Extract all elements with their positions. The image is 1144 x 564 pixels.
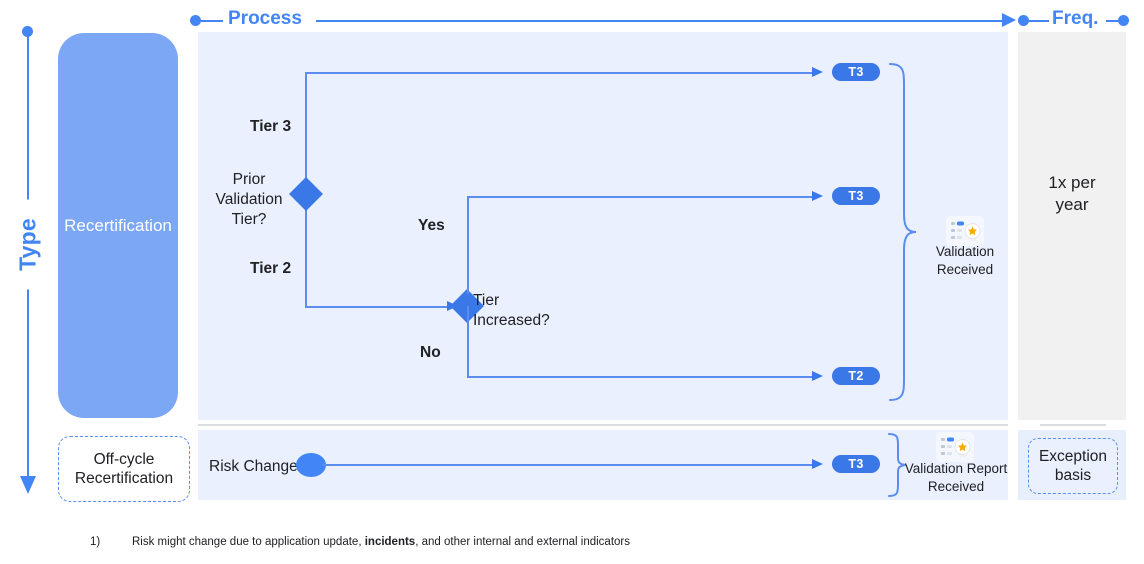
flow-arrow-no-icon bbox=[812, 370, 823, 381]
frequency-line1: 1x per bbox=[1048, 173, 1096, 192]
exception-line1: Exception bbox=[1038, 447, 1108, 465]
certificate-badge-icon bbox=[946, 216, 984, 246]
type-axis: Type bbox=[9, 26, 48, 496]
tier-pill-t3-offcycle[interactable]: T3 bbox=[832, 455, 880, 473]
process-header-label: Process bbox=[228, 8, 302, 29]
flow-arrow-yes-icon bbox=[812, 190, 823, 201]
tier-pill-t3-top[interactable]: T3 bbox=[832, 63, 880, 81]
prior-tier-line3: Tier? bbox=[231, 211, 267, 229]
tier-pill-t3-middle[interactable]: T3 bbox=[832, 187, 880, 205]
branch-label-tier3: Tier 3 bbox=[250, 118, 292, 135]
process-header-line-right bbox=[316, 19, 1004, 22]
flow-arrow-offcycle-icon bbox=[812, 458, 823, 469]
tier-increased-line2: Increased? bbox=[473, 312, 550, 330]
brace-recertification bbox=[884, 62, 920, 402]
tier-increased-line1: Tier bbox=[473, 292, 500, 309]
start-label-risk-change: Risk Change1 bbox=[209, 456, 303, 477]
freq-header-line-left bbox=[1029, 19, 1049, 22]
validation-received-line2: Received bbox=[936, 261, 994, 277]
tier-pill-t2-bottom[interactable]: T2 bbox=[832, 367, 880, 385]
offcycle-label-line2: Recertification bbox=[74, 470, 174, 487]
validation-report-line1: Validation Report bbox=[904, 461, 1008, 476]
footnote-bold: incidents bbox=[364, 536, 416, 548]
freq-header-end-dot bbox=[1118, 15, 1129, 26]
exception-basis-label: Exception basis bbox=[1039, 447, 1107, 486]
flow-line-offcycle bbox=[322, 464, 813, 466]
flow-line-tier2-vertical bbox=[305, 194, 307, 307]
process-header-arrow-icon bbox=[1002, 12, 1016, 27]
row-divider-frequency bbox=[1040, 424, 1106, 426]
branch-label-yes: Yes bbox=[418, 217, 445, 234]
type-axis-arrow-icon bbox=[20, 476, 36, 494]
column-header-bar: Process Freq. bbox=[190, 8, 1134, 32]
type-block-recertification-label: Recertification bbox=[64, 215, 172, 235]
flow-line-tier3-horizontal bbox=[305, 72, 813, 74]
type-axis-label: Type bbox=[9, 199, 47, 290]
decision-label-tier-increased: Tier Increased? bbox=[473, 291, 573, 331]
flow-line-yes-horizontal bbox=[467, 196, 813, 198]
prior-tier-line1: Prior bbox=[232, 171, 266, 188]
outcome-label-validation-report-received: Validation Report Received bbox=[900, 460, 1012, 495]
row-divider-process bbox=[198, 424, 1008, 426]
frequency-line2: year bbox=[1055, 195, 1089, 215]
freq-header-start-dot bbox=[1018, 15, 1029, 26]
flow-line-no-horizontal bbox=[467, 376, 813, 378]
branch-label-tier2: Tier 2 bbox=[250, 260, 292, 277]
flow-line-yes-vertical bbox=[467, 196, 469, 294]
flow-line-tier3-vertical bbox=[305, 72, 307, 194]
flow-line-no-vertical bbox=[467, 306, 469, 376]
risk-change-text: Risk Change bbox=[209, 458, 298, 476]
type-block-offcycle-recertification[interactable]: Off-cycle Recertification bbox=[58, 436, 190, 502]
footnote-text-after: , and other internal and external indica… bbox=[415, 536, 631, 548]
type-block-offcycle-label: Off-cycle Recertification bbox=[75, 450, 173, 489]
brace-offcycle bbox=[884, 432, 910, 498]
flow-arrow-tier3-top-icon bbox=[812, 66, 823, 77]
frequency-panel-recertification bbox=[1018, 32, 1126, 420]
freq-header-line-right bbox=[1106, 19, 1120, 22]
offcycle-label-line1: Off-cycle bbox=[93, 450, 155, 468]
prior-tier-line2: Validation bbox=[215, 191, 283, 209]
start-node-risk-change[interactable] bbox=[296, 453, 326, 477]
frequency-label-recertification: 1x per year bbox=[1018, 172, 1126, 216]
type-block-recertification[interactable]: Recertification bbox=[58, 33, 178, 418]
validation-report-line2: Received bbox=[927, 478, 985, 494]
decision-label-prior-validation-tier: Prior Validation Tier? bbox=[208, 170, 290, 230]
freq-header-label: Freq. bbox=[1052, 8, 1099, 29]
flow-line-tier2-horizontal bbox=[305, 306, 448, 308]
branch-label-no: No bbox=[420, 344, 441, 361]
process-header-line-left bbox=[201, 19, 223, 22]
frequency-block-exception-basis[interactable]: Exception basis bbox=[1028, 438, 1118, 494]
validation-received-line1: Validation bbox=[935, 244, 995, 259]
process-panel-recertification bbox=[198, 32, 1008, 420]
footnote-marker: 1) bbox=[90, 536, 101, 548]
outcome-label-validation-received: Validation Received bbox=[906, 243, 1024, 278]
exception-line2: basis bbox=[1054, 467, 1092, 484]
footnote-text-before: Risk might change due to application upd… bbox=[132, 536, 365, 548]
certificate-badge-icon-offcycle bbox=[936, 432, 974, 462]
process-header-start-dot bbox=[190, 15, 201, 26]
footnote: 1) Risk might change due to application u… bbox=[90, 536, 990, 548]
